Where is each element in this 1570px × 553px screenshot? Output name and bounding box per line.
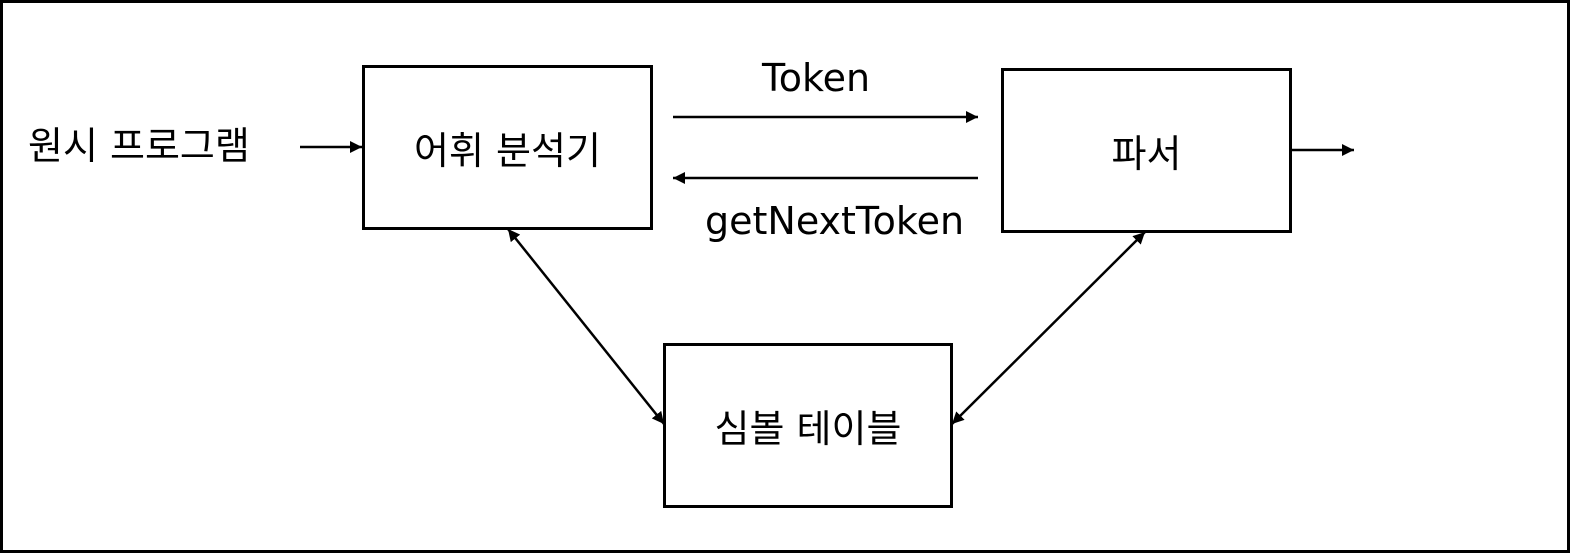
symbol-table-label: 심볼 테이블 [714, 407, 902, 451]
lexical-analyzer-box: 어휘 분석기 [362, 65, 653, 230]
source-program-label: 원시 프로그램 [28, 124, 250, 168]
get-next-token-edge-label: getNextToken [705, 199, 965, 243]
parser-box: 파서 [1001, 68, 1292, 233]
symbol-table-box: 심볼 테이블 [663, 343, 953, 508]
lexer-symbol-table-arrow [507, 228, 665, 425]
lexical-analyzer-label: 어휘 분석기 [414, 129, 601, 173]
parser-symbol-table-arrow [951, 231, 1146, 425]
parser-label: 파서 [1111, 132, 1182, 176]
token-edge-label: Token [762, 56, 871, 100]
